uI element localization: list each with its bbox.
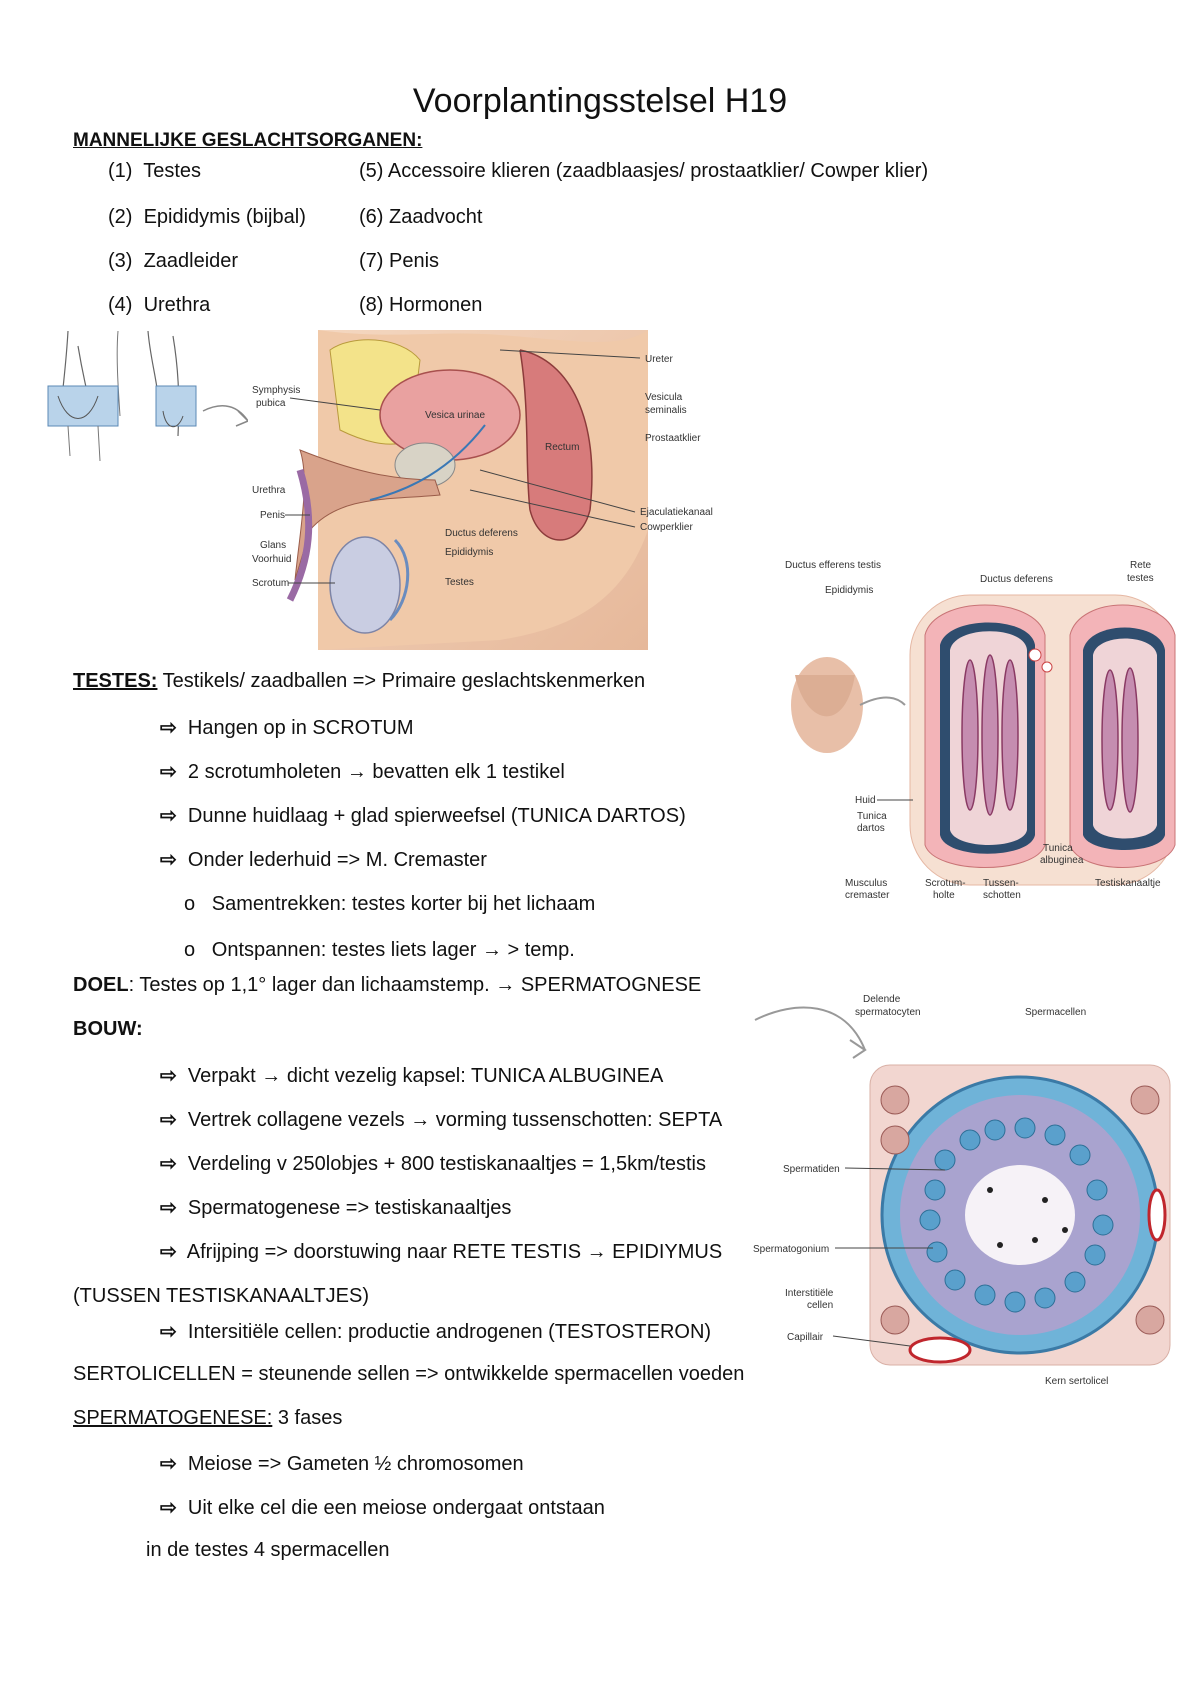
label-scrotumholte-2: holte xyxy=(933,890,955,901)
organ-item: (3) Zaadleider xyxy=(108,250,239,272)
label-dartos-2: dartos xyxy=(857,823,885,834)
organ-item: (4) Urethra xyxy=(108,294,211,316)
scrotum-cross-section-figure: Ductus efferens testis Epididymis Ductus… xyxy=(785,560,1176,901)
spermatogenese-bullet: ⇨ Uit elke cel die een meiose ondergaat … xyxy=(160,1497,605,1519)
organ-item: (7) Penis xyxy=(359,250,440,272)
label-kanaal: Testiskanaaltje xyxy=(1095,878,1161,889)
bouw-bullet: ⇨ Vertrek collagene vezels → vorming tus… xyxy=(160,1109,723,1131)
label-vesica: Vesica urinae xyxy=(425,410,485,421)
organ-item: (6) Zaadvocht xyxy=(359,206,483,228)
label-deferens: Ductus deferens xyxy=(980,574,1053,585)
label-epididymis: Epididymis xyxy=(445,547,493,558)
label-seminalis: seminalis xyxy=(645,405,687,416)
seminiferous-tubule-figure: Delende spermatocyten Spermacellen Sperm… xyxy=(753,994,1171,1387)
label-albuginea-2: albuginea xyxy=(1040,855,1084,866)
bouw-bullet: ⇨ Verpakt → dicht vezelig kapsel: TUNICA… xyxy=(160,1065,664,1087)
label-voorhuid: Voorhuid xyxy=(252,554,291,565)
organ-item: (8) Hormonen xyxy=(359,294,483,316)
label-pubica: pubica xyxy=(256,398,286,409)
male-heading: MANNELIJKE GESLACHTSORGANEN: xyxy=(73,130,423,151)
body-sketch-figure xyxy=(47,330,248,462)
bouw-bullet: ⇨ Verdeling v 250lobjes + 800 testiskana… xyxy=(160,1153,706,1175)
label-spermacellen: Spermacellen xyxy=(1025,1007,1086,1018)
label-spermatiden: Spermatiden xyxy=(783,1164,840,1175)
organ-item: (5) Accessoire klieren (zaadblaasjes/ pr… xyxy=(359,160,929,182)
label-musculus-2: cremaster xyxy=(845,890,890,901)
label-symphysis: Symphysis xyxy=(252,385,300,396)
label-urethra: Urethra xyxy=(252,485,286,496)
label-interstitiele-1: Interstitiële xyxy=(785,1288,834,1299)
page-title: Voorplantingsstelsel H19 xyxy=(412,82,788,120)
spermatogenese-continuation: in de testes 4 spermacellen xyxy=(146,1539,390,1561)
label-rete-2: testes xyxy=(1127,573,1154,584)
label-efferens: Ductus efferens testis xyxy=(785,560,881,571)
intersitiele-bullet: ⇨ Intersitiële cellen: productie androge… xyxy=(160,1321,712,1343)
label-scrotumholte-1: Scrotum- xyxy=(925,878,966,889)
label-delende-2: spermatocyten xyxy=(855,1007,921,1018)
spermatogenese-bullet: ⇨ Meiose => Gameten ½ chromosomen xyxy=(160,1453,524,1475)
label-epididymis-2: Epididymis xyxy=(825,585,873,596)
bouw-bullet: ⇨ Spermatogenese => testiskanaaltjes xyxy=(160,1197,512,1219)
label-penis: Penis xyxy=(260,510,285,521)
label-albuginea-1: Tunica xyxy=(1043,843,1073,854)
label-ejaculatie: Ejaculatiekanaal xyxy=(640,507,713,518)
doel-line: DOEL: Testes op 1,1° lager dan lichaamst… xyxy=(73,974,702,996)
label-ductus: Ductus deferens xyxy=(445,528,518,539)
label-tussen-1: Tussen- xyxy=(983,878,1019,889)
spermatogenese-heading-line: SPERMATOGENESE: 3 fases xyxy=(73,1407,343,1429)
label-tussen-2: schotten xyxy=(983,890,1021,901)
sagittal-anatomy-figure: Vesica urinae Rectum Ureter Vesicula sem… xyxy=(252,330,713,650)
label-glans: Glans xyxy=(260,540,286,551)
label-rectum: Rectum xyxy=(545,442,579,453)
tussen-heading: (TUSSEN TESTISKANAALTJES) xyxy=(73,1285,369,1307)
testes-bullet: ⇨ Onder lederhuid => M. Cremaster xyxy=(160,849,487,871)
testes-bullet: ⇨ Hangen op in SCROTUM xyxy=(160,717,414,739)
label-interstitiele-2: cellen xyxy=(807,1300,833,1311)
testes-bullet: ⇨ 2 scrotumholeten → bevatten elk 1 test… xyxy=(160,761,565,783)
organ-item: (2) Epididymis (bijbal) xyxy=(108,206,306,228)
testes-sub-bullet: o Samentrekken: testes korter bij het li… xyxy=(184,893,596,915)
label-rete-1: Rete xyxy=(1130,560,1152,571)
bouw-heading: BOUW: xyxy=(73,1018,143,1040)
label-prostaat: Prostaatklier xyxy=(645,433,701,444)
label-ureter: Ureter xyxy=(645,354,673,365)
sertoli-line: SERTOLICELLEN = steunende sellen => ontw… xyxy=(73,1363,745,1385)
label-vesicula: Vesicula xyxy=(645,392,683,403)
label-capillair: Capillair xyxy=(787,1332,824,1343)
testes-bullet: ⇨ Dunne huidlaag + glad spierweefsel (TU… xyxy=(160,805,686,827)
label-sertoli: Kern sertolicel xyxy=(1045,1376,1108,1387)
testes-heading-line: TESTES: Testikels/ zaadballen => Primair… xyxy=(73,670,646,692)
label-musculus-1: Musculus xyxy=(845,878,887,889)
label-scrotum: Scrotum xyxy=(252,578,289,589)
label-delende-1: Delende xyxy=(863,994,901,1005)
label-dartos-1: Tunica xyxy=(857,811,887,822)
bouw-bullet: ⇨ Afrijping => doorstuwing naar RETE TES… xyxy=(160,1241,723,1263)
testes-sub-bullet: o Ontspannen: testes liets lager → > tem… xyxy=(184,939,575,961)
organ-item: (1) Testes xyxy=(108,160,202,182)
label-spermatogonium: Spermatogonium xyxy=(753,1244,829,1255)
label-huid: Huid xyxy=(855,795,876,806)
label-cowper: Cowperklier xyxy=(640,522,693,533)
label-testes: Testes xyxy=(445,577,474,588)
